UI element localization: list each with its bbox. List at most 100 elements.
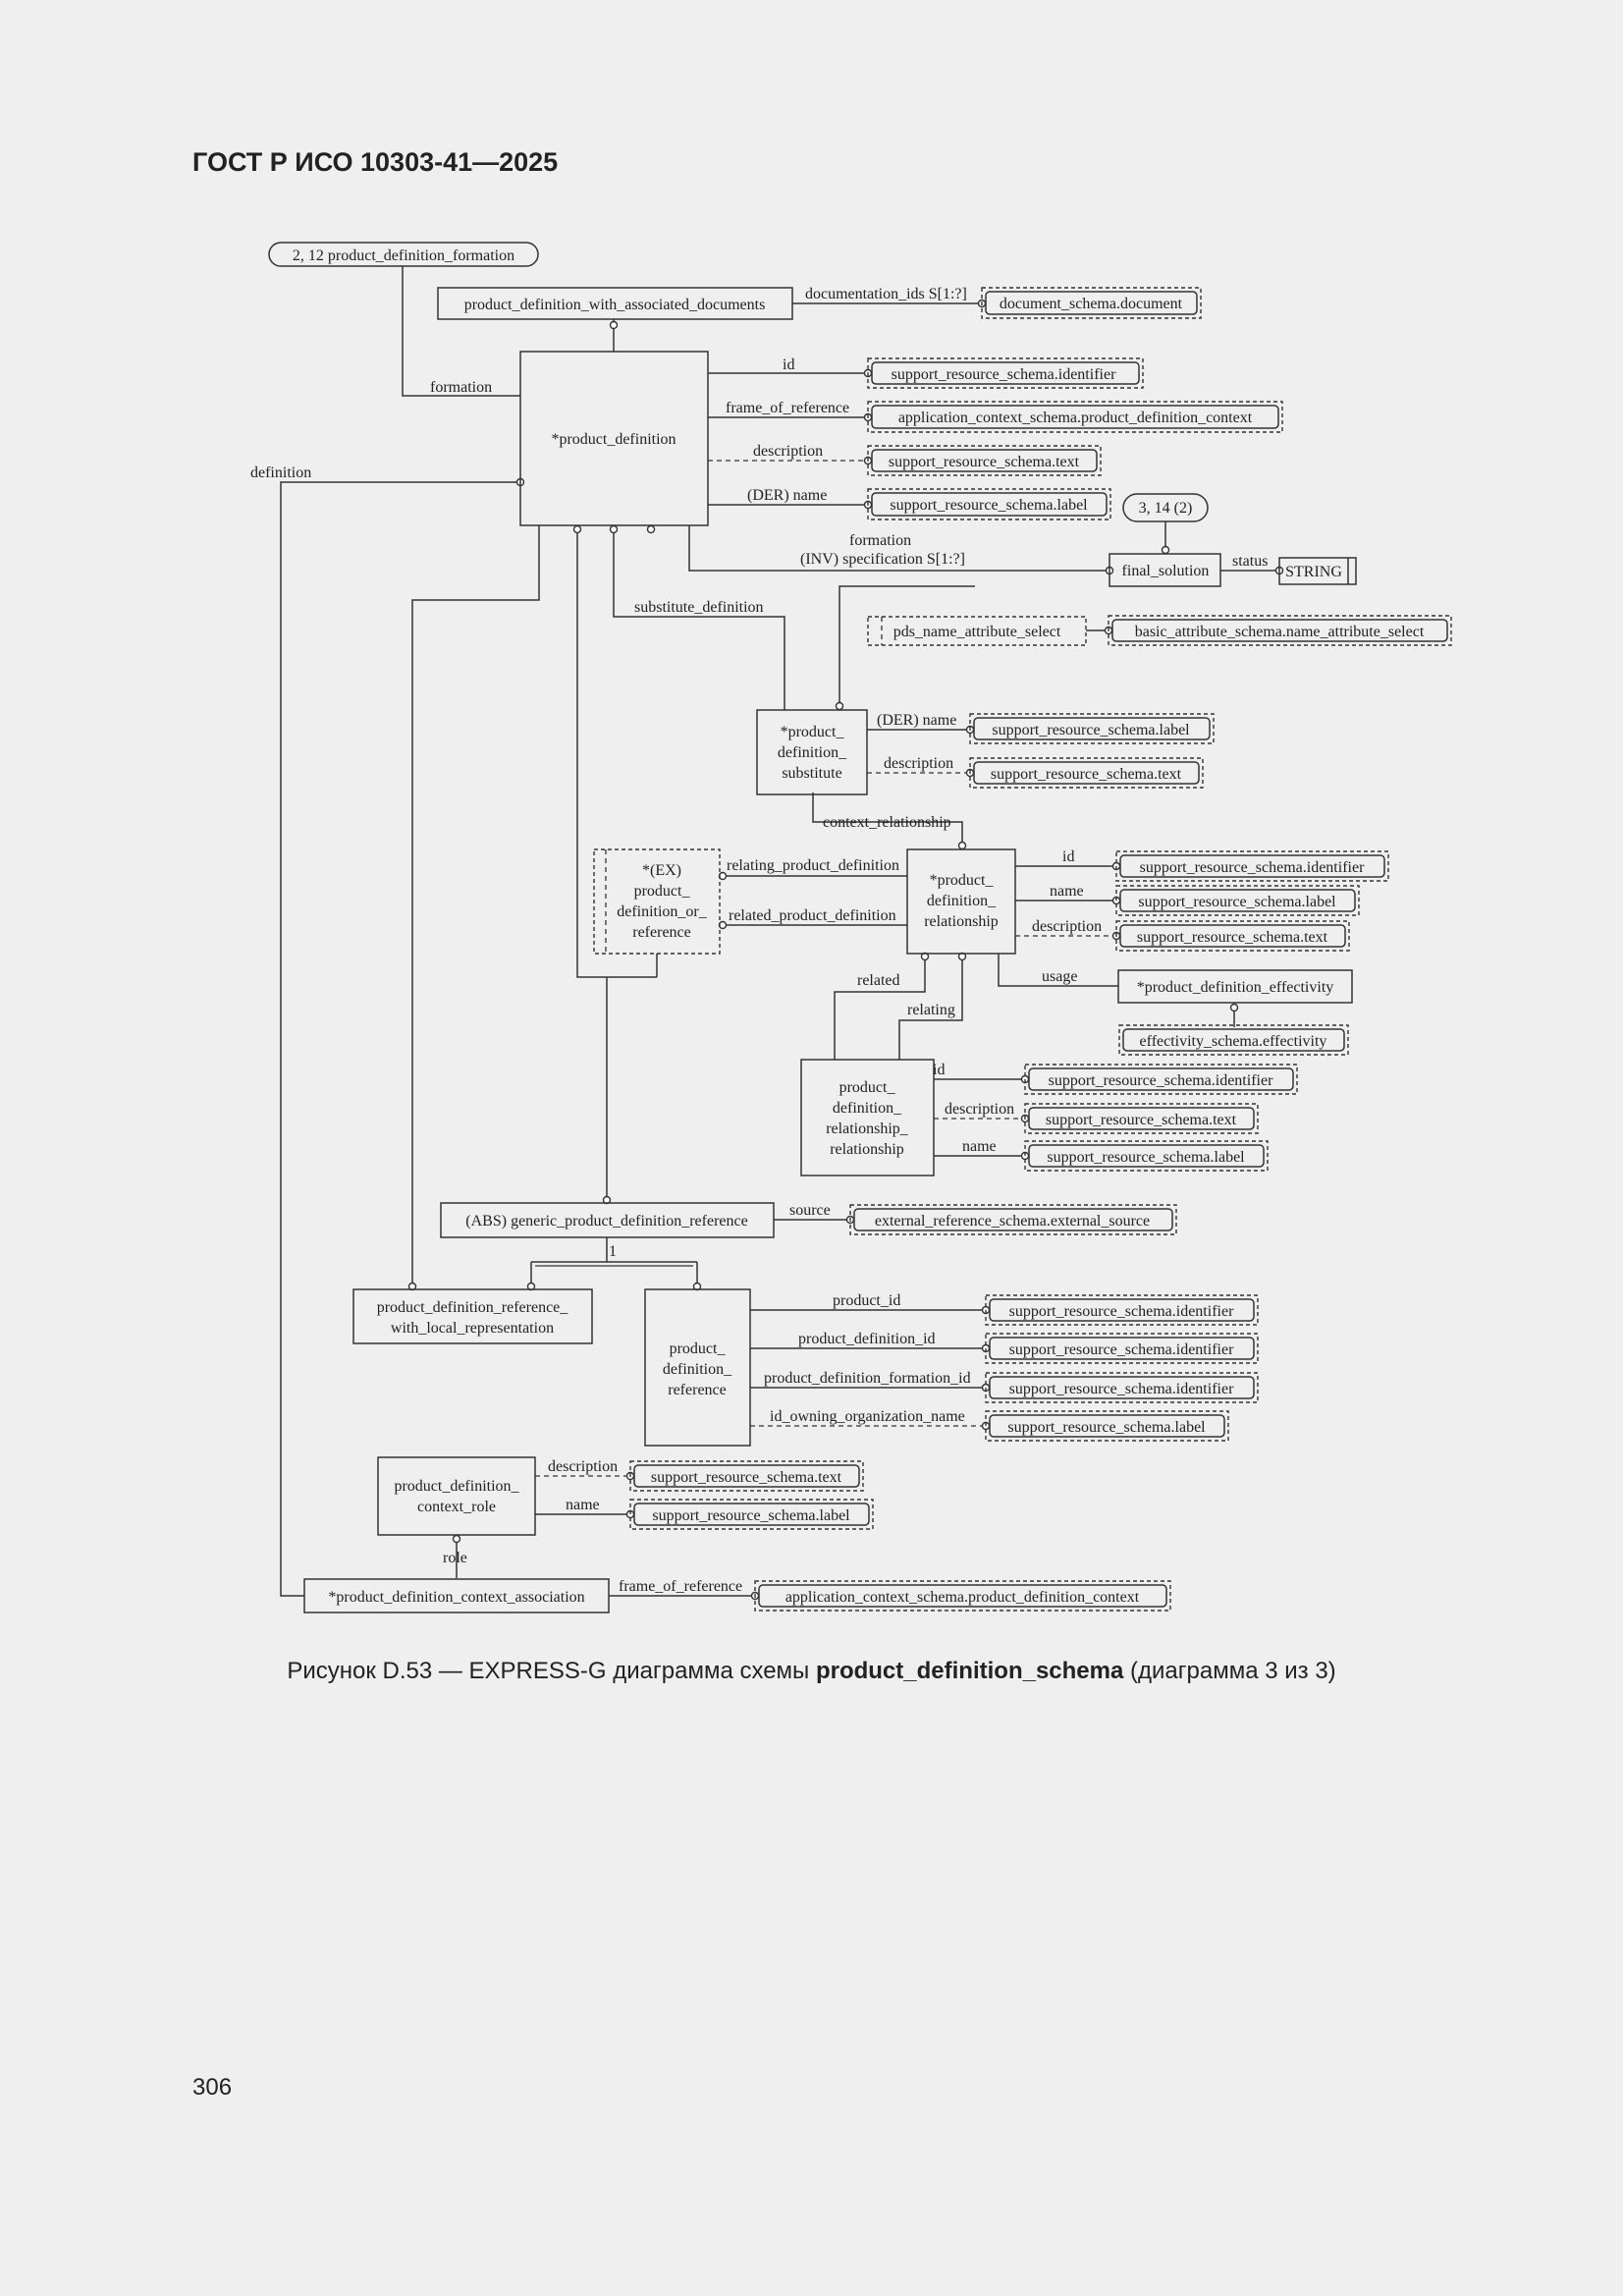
entity-pd-relationship: *product_ definition_ relationship <box>906 848 1016 955</box>
svg-text:*(EX): *(EX) <box>642 862 681 879</box>
svg-text:(DER) name: (DER) name <box>747 487 827 504</box>
svg-text:status: status <box>1232 553 1268 570</box>
svg-text:*product_: *product_ <box>930 872 995 889</box>
svg-text:product_definition_with_associ: product_definition_with_associated_docum… <box>464 297 766 313</box>
svg-text:id_owning_organization_name: id_owning_organization_name <box>770 1408 965 1425</box>
type-label-pd: support_resource_schema.label <box>867 488 1111 520</box>
type-identifier-pd: support_resource_schema.identifier <box>867 357 1144 389</box>
svg-text:description: description <box>753 443 823 460</box>
svg-text:reference: reference <box>632 924 691 941</box>
svg-text:definition_: definition_ <box>927 893 997 909</box>
type-text-pd: support_resource_schema.text <box>867 445 1102 476</box>
type-name-attribute-select: basic_attribute_schema.name_attribute_se… <box>1108 615 1452 646</box>
svg-text:id: id <box>783 356 794 373</box>
svg-text:source: source <box>789 1202 831 1219</box>
svg-text:support_resource_schema.text: support_resource_schema.text <box>889 454 1080 470</box>
svg-text:frame_of_reference: frame_of_reference <box>726 400 849 416</box>
svg-text:description: description <box>1032 918 1102 935</box>
svg-text:reference: reference <box>668 1382 727 1398</box>
entity-pd-substitute: *product_ definition_ substitute <box>756 709 868 795</box>
type-external-source: external_reference_schema.external_sourc… <box>849 1204 1177 1235</box>
entity-pd-effectivity: *product_definition_effectivity <box>1117 969 1353 1004</box>
svg-text:support_resource_schema.text: support_resource_schema.text <box>651 1469 842 1486</box>
type-identifier-pdrr: support_resource_schema.identifier <box>1024 1064 1298 1095</box>
svg-text:(ABS) generic_product_definiti: (ABS) generic_product_definition_referen… <box>465 1213 747 1230</box>
svg-text:definition_: definition_ <box>778 744 847 761</box>
svg-text:(INV) specification S[1:?]: (INV) specification S[1:?] <box>800 551 965 568</box>
svg-text:application_context_schema.pro: application_context_schema.product_defin… <box>898 410 1253 426</box>
relationship-lines <box>280 266 1279 1597</box>
document-header: ГОСТ Р ИСО 10303-41—2025 <box>192 147 559 177</box>
svg-text:name: name <box>566 1497 600 1513</box>
svg-text:description: description <box>945 1101 1014 1118</box>
svg-text:application_context_schema.pro: application_context_schema.product_defin… <box>785 1589 1140 1606</box>
svg-text:support_resource_schema.identi: support_resource_schema.identifier <box>1009 1341 1234 1358</box>
svg-text:frame_of_reference: frame_of_reference <box>619 1578 742 1595</box>
svg-text:*product_: *product_ <box>781 724 845 740</box>
svg-text:with_local_representation: with_local_representation <box>391 1320 554 1337</box>
entity-pd-or-reference: *(EX) product_ definition_or_ reference <box>593 848 721 955</box>
svg-text:related_product_definition: related_product_definition <box>729 907 896 924</box>
entity-final-solution: final_solution <box>1109 553 1221 587</box>
type-text-pds: support_resource_schema.text <box>969 757 1204 789</box>
svg-text:name: name <box>1050 883 1084 900</box>
type-identifier-pdr: support_resource_schema.identifier <box>1115 850 1389 882</box>
entity-pd-context-association: *product_definition_context_association <box>303 1578 610 1613</box>
page-ref-product-definition-formation: 2, 12 product_definition_formation <box>268 242 539 267</box>
type-effectivity: effectivity_schema.effectivity <box>1118 1024 1349 1056</box>
svg-text:support_resource_schema.identi: support_resource_schema.identifier <box>1009 1303 1234 1320</box>
svg-text:*product_definition: *product_definition <box>551 431 676 448</box>
svg-text:*product_definition_context_as: *product_definition_context_association <box>328 1589 584 1606</box>
svg-text:context_relationship: context_relationship <box>823 814 951 831</box>
svg-text:substitute: substitute <box>782 765 841 782</box>
svg-text:document_schema.document: document_schema.document <box>1000 296 1183 312</box>
type-text-pdrr: support_resource_schema.text <box>1024 1103 1259 1134</box>
svg-text:relationship: relationship <box>924 913 999 930</box>
svg-text:support_resource_schema.label: support_resource_schema.label <box>890 497 1088 514</box>
svg-text:pds_name_attribute_select: pds_name_attribute_select <box>893 624 1061 640</box>
svg-text:substitute_definition: substitute_definition <box>634 599 764 616</box>
svg-text:support_resource_schema.label: support_resource_schema.label <box>1007 1419 1206 1436</box>
svg-text:(DER) name: (DER) name <box>877 712 956 729</box>
entity-pdwad: product_definition_with_associated_docum… <box>437 287 793 320</box>
svg-text:id: id <box>1062 848 1074 865</box>
attribute-labels: documentation_ids S[1:?] id formation fr… <box>250 286 1268 1595</box>
entity-pdr-with-local-representation: product_definition_reference_ with_local… <box>352 1288 593 1344</box>
svg-text:external_reference_schema.exte: external_reference_schema.external_sourc… <box>875 1213 1150 1230</box>
svg-text:support_resource_schema.identi: support_resource_schema.identifier <box>1009 1381 1234 1397</box>
type-pdc-pd: application_context_schema.product_defin… <box>867 401 1283 433</box>
svg-text:product_definition_: product_definition_ <box>394 1478 519 1495</box>
svg-text:support_resource_schema.text: support_resource_schema.text <box>1137 929 1328 946</box>
type-document: document_schema.document <box>981 287 1202 319</box>
svg-text:basic_attribute_schema.name_at: basic_attribute_schema.name_attribute_se… <box>1135 624 1425 640</box>
svg-text:definition_: definition_ <box>833 1100 902 1117</box>
type-pdc-pdca: application_context_schema.product_defin… <box>754 1580 1171 1612</box>
svg-text:product_definition_id: product_definition_id <box>798 1331 936 1347</box>
svg-text:support_resource_schema.text: support_resource_schema.text <box>1046 1112 1237 1128</box>
svg-text:related: related <box>857 972 900 989</box>
svg-text:product_definition_formation_i: product_definition_formation_id <box>764 1370 971 1387</box>
svg-text:final_solution: final_solution <box>1122 563 1210 579</box>
type-string: STRING <box>1278 557 1357 585</box>
svg-text:formation: formation <box>849 532 911 549</box>
svg-text:context_role: context_role <box>417 1499 496 1515</box>
svg-text:relating_product_definition: relating_product_definition <box>727 857 899 874</box>
entity-pd-context-role: product_definition_ context_role <box>377 1456 536 1536</box>
svg-text:relating: relating <box>907 1002 955 1018</box>
figure-caption: Рисунок D.53 — EXPRESS-G диаграмма схемы… <box>287 1658 1336 1684</box>
svg-text:definition_or_: definition_or_ <box>617 903 708 920</box>
svg-text:relationship: relationship <box>830 1141 904 1158</box>
svg-text:product_: product_ <box>634 883 691 900</box>
svg-text:support_resource_schema.label: support_resource_schema.label <box>652 1507 850 1524</box>
entity-generic-pd-reference: (ABS) generic_product_definition_referen… <box>440 1202 775 1238</box>
svg-text:support_resource_schema.identi: support_resource_schema.identifier <box>1049 1072 1273 1089</box>
svg-text:formation: formation <box>430 379 492 396</box>
entity-pd-reference: product_ definition_ reference <box>644 1288 751 1447</box>
svg-text:id: id <box>933 1062 945 1078</box>
svg-text:usage: usage <box>1042 968 1077 985</box>
svg-text:name: name <box>962 1138 997 1155</box>
svg-text:documentation_ids S[1:?]: documentation_ids S[1:?] <box>805 286 967 302</box>
svg-text:definition: definition <box>250 465 311 481</box>
svg-text:support_resource_schema.label: support_resource_schema.label <box>1047 1149 1245 1166</box>
